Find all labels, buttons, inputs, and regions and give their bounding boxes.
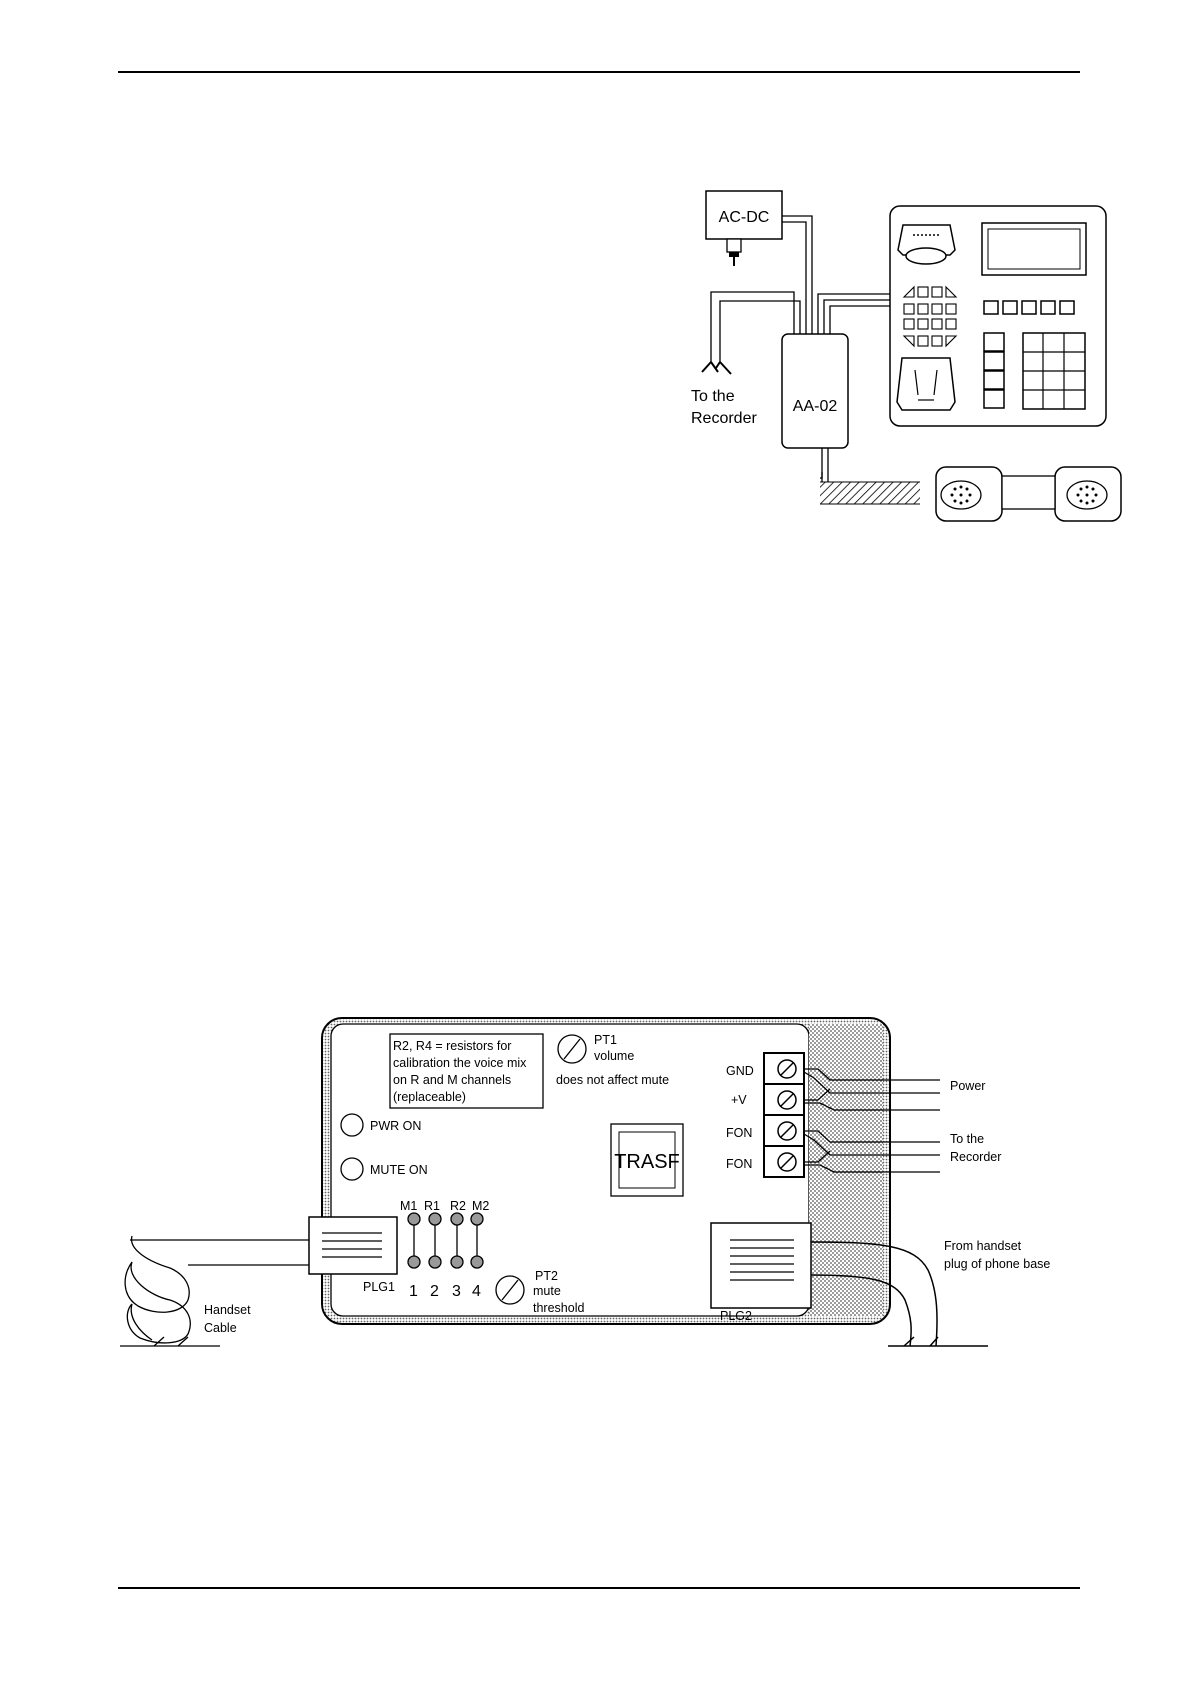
aa02-device: AA-02	[782, 334, 848, 448]
pin-number-3: 3	[452, 1283, 461, 1300]
jumper-label-m1: M1	[400, 1199, 417, 1213]
terminal-block: GND +V FON FON	[726, 1053, 804, 1177]
pt1-label: PT1	[594, 1033, 617, 1047]
recorder-label-2: Recorder	[950, 1150, 1001, 1164]
phone-base-cable	[811, 1242, 988, 1346]
pt1-note: does not affect mute	[556, 1073, 669, 1087]
resistor-note-box: R2, R4 = resistors for calibration the v…	[390, 1034, 543, 1108]
pin-number-1: 1	[409, 1283, 418, 1300]
pin-number-4: 4	[472, 1283, 481, 1300]
terminal-fon-1: FON	[726, 1126, 752, 1140]
pwr-led-label: PWR ON	[370, 1119, 421, 1133]
terminal-plus-v: +V	[731, 1093, 747, 1107]
plg2-connector: PLG2	[711, 1223, 811, 1323]
pt2-sub-label-1: mute	[533, 1284, 561, 1298]
plg1-label: PLG1	[363, 1280, 395, 1294]
note-line-4: (replaceable)	[393, 1090, 466, 1104]
jumper-label-r2: R2	[450, 1199, 466, 1213]
note-line-2: calibration the voice mix	[393, 1056, 527, 1070]
pin-number-2: 2	[430, 1283, 439, 1300]
recorder-plug-icon	[702, 362, 731, 374]
plg1-connector: PLG1	[309, 1217, 397, 1294]
to-recorder-label-2: Recorder	[691, 410, 757, 427]
from-handset-label-2: plug of phone base	[944, 1257, 1050, 1271]
transformer: TRASF	[611, 1124, 683, 1196]
mute-led: MUTE ON	[341, 1158, 428, 1180]
handset-cable-label-2: Cable	[204, 1321, 237, 1335]
handset-icon	[936, 467, 1121, 521]
handset-cable-left	[120, 1236, 309, 1346]
handset-cable-label-1: Handset	[204, 1303, 251, 1317]
note-line-1: R2, R4 = resistors for	[393, 1039, 511, 1053]
plg2-label: PLG2	[720, 1309, 752, 1323]
pt1-volume-trimmer: PT1 volume does not affect mute	[556, 1033, 669, 1087]
power-label: Power	[950, 1079, 985, 1093]
footer-rule	[118, 1587, 1080, 1589]
pcb-board	[331, 1024, 809, 1316]
note-line-3: on R and M channels	[393, 1073, 511, 1087]
handset-cord	[820, 448, 828, 478]
output-wires	[804, 1069, 940, 1172]
phone-base-icon	[890, 206, 1106, 426]
recorder-label-1: To the	[950, 1132, 984, 1146]
power-wires	[711, 216, 890, 362]
ac-dc-adapter: AC-DC	[706, 191, 782, 266]
pwr-led: PWR ON	[341, 1114, 421, 1136]
header-rule	[118, 71, 1080, 73]
terminal-gnd: GND	[726, 1064, 754, 1078]
transformer-label: TRASF	[614, 1151, 680, 1173]
coiled-cord-icon	[820, 482, 920, 504]
pt2-mute-trimmer: PT2 mute threshold	[496, 1269, 584, 1315]
pt1-sub-label: volume	[594, 1049, 634, 1063]
to-recorder-label-1: To the	[691, 388, 735, 405]
enclosure-shell	[322, 1018, 890, 1324]
ac-dc-label: AC-DC	[719, 209, 770, 226]
jumper-label-r1: R1	[424, 1199, 440, 1213]
from-handset-label-1: From handset	[944, 1239, 1022, 1253]
aa02-label: AA-02	[793, 398, 838, 415]
mute-led-label: MUTE ON	[370, 1163, 428, 1177]
pt2-sub-label-2: threshold	[533, 1301, 584, 1315]
jumper-label-m2: M2	[472, 1199, 489, 1213]
jumper-block: M1 R1 R2 M2 1 2 3 4	[400, 1199, 489, 1300]
terminal-fon-2: FON	[726, 1157, 752, 1171]
pt2-label: PT2	[535, 1269, 558, 1283]
